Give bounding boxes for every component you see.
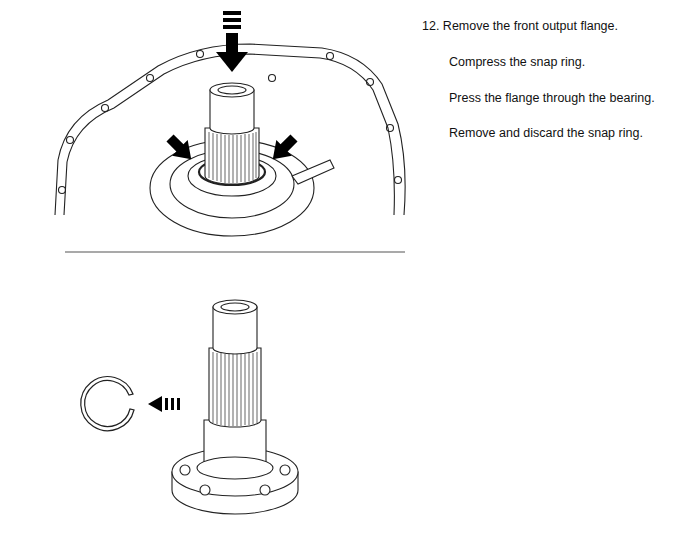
instruction-text: Press the flange through the bearing.: [449, 91, 655, 106]
removed-snap-ring: [81, 377, 134, 431]
snap-ring-pliers: [292, 160, 334, 184]
instruction-text: Remove and discard the snap ring.: [449, 126, 643, 141]
output-shaft: [205, 83, 259, 184]
compress-arrow: [265, 130, 302, 167]
output-flange: [172, 300, 298, 514]
bolt-holes: [59, 51, 402, 194]
housing-flange-edge: [64, 54, 394, 215]
step-heading: 12. Remove the front output flange.: [422, 19, 618, 34]
flange-splines: [213, 352, 257, 426]
transfer-case-housing: [55, 44, 405, 215]
press-direction-arrow: [216, 11, 248, 72]
compress-arrow: [162, 130, 199, 167]
divider-line: [65, 251, 405, 252]
remove-direction-arrow: [148, 396, 180, 412]
instruction-text: Compress the snap ring.: [449, 55, 585, 70]
shaft-splines: [209, 132, 256, 183]
